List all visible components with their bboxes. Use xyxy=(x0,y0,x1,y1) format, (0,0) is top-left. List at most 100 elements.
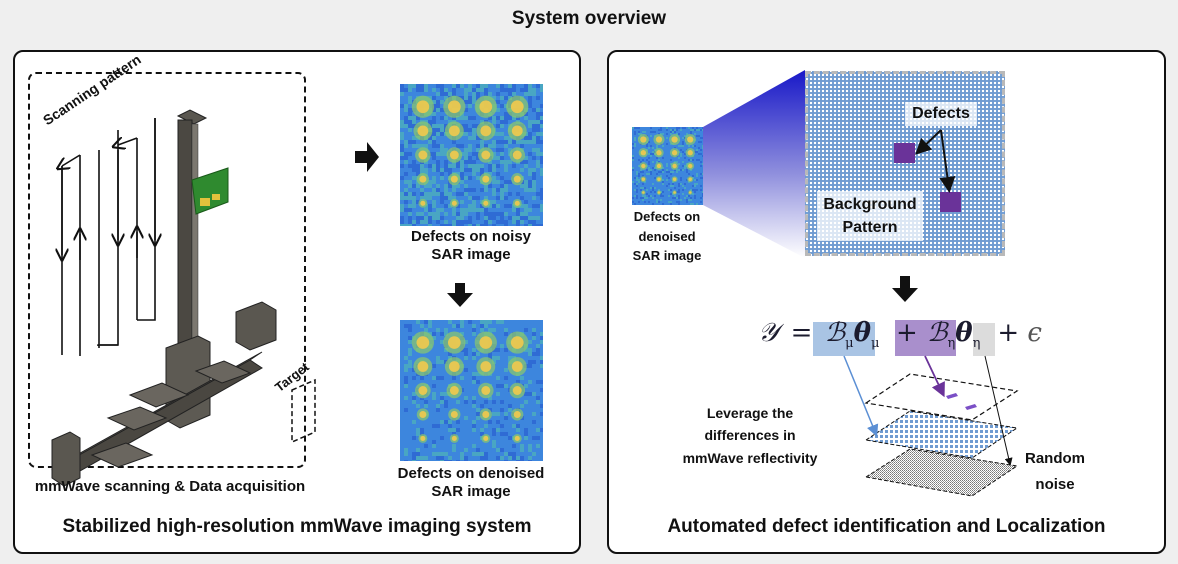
sar-feature xyxy=(447,100,461,114)
background-pattern-label-line1: Background xyxy=(823,196,917,213)
sar-feature xyxy=(672,163,677,169)
sar-feature xyxy=(513,175,521,183)
sar-feature xyxy=(481,150,491,160)
sar-feature xyxy=(417,125,429,137)
small-sar-label: Defects on denoised SAR image xyxy=(617,207,717,266)
scan-box-caption: mmWave scanning & Data acquisition xyxy=(34,478,306,495)
random-noise-label-line1: Random xyxy=(1025,450,1085,467)
term1-theta-sub: μ xyxy=(870,336,880,352)
sar-feature xyxy=(450,410,458,418)
equation-term2: ℬηθη xyxy=(927,318,989,351)
sar-feature xyxy=(640,136,647,143)
term-defect-box xyxy=(895,320,956,356)
sar-feature xyxy=(418,386,428,395)
sar-feature xyxy=(688,191,692,194)
sar-feature xyxy=(672,177,677,181)
sar-feature xyxy=(420,200,426,206)
sar-feature xyxy=(513,410,521,418)
sar-feature xyxy=(657,191,661,194)
sar-feature xyxy=(514,435,520,441)
down-arrow-icon xyxy=(892,276,918,302)
defects-label: Defects xyxy=(912,105,970,122)
small-sar-label-line1: Defects on xyxy=(633,209,701,224)
sar-feature xyxy=(688,177,692,181)
denoised-sar-label-line2: SAR image xyxy=(431,483,511,500)
diagram-title: System overview xyxy=(511,8,667,29)
left-panel-footer: Stabilized high-resolution mmWave imagin… xyxy=(62,516,532,537)
background-pattern-label: Background Pattern xyxy=(817,193,923,239)
background-layer xyxy=(864,410,1019,459)
sar-feature xyxy=(481,386,491,395)
sar-feature xyxy=(514,200,520,206)
random-noise-label: Random noise xyxy=(1020,446,1090,499)
term2-theta-sub: η xyxy=(972,336,981,352)
sar-feature xyxy=(416,336,430,349)
term2-basis-sub: η xyxy=(947,336,956,352)
sar-feature xyxy=(480,361,492,372)
defects-label-bg xyxy=(905,102,977,126)
equation-equals: = xyxy=(790,318,813,348)
sar-feature xyxy=(417,361,429,372)
noise-layer xyxy=(864,448,1019,497)
term2-theta: θ xyxy=(955,318,973,348)
sar-feature xyxy=(642,191,645,194)
term1-basis: ℬ xyxy=(824,318,846,348)
stepper-motor xyxy=(235,301,277,351)
sar-feature xyxy=(450,175,458,183)
scan-setup-box xyxy=(28,72,306,468)
leverage-label-line2: differences in xyxy=(704,427,796,444)
sar-feature xyxy=(673,191,676,194)
sar-feature xyxy=(420,435,426,441)
leverage-label-line3: mmWave reflectivity xyxy=(682,449,818,466)
sar-feature xyxy=(483,200,489,206)
scanner-gantry xyxy=(51,109,277,487)
sar-feature xyxy=(512,386,522,395)
sar-feature xyxy=(687,150,693,156)
equation-term1: ℬμθμ xyxy=(825,318,887,351)
sar-feature xyxy=(479,100,493,114)
noisy-sar-label-line2: SAR image xyxy=(431,246,511,263)
sar-feature xyxy=(483,435,489,441)
sar-feature xyxy=(656,150,662,156)
sar-feature xyxy=(641,177,646,181)
sar-feature xyxy=(641,163,646,169)
sar-feature xyxy=(512,150,522,160)
sar-feature xyxy=(655,136,663,143)
sar-feature xyxy=(482,410,490,418)
equation-plus-1: + xyxy=(895,318,918,348)
sar-feature xyxy=(419,410,427,418)
sar-feature xyxy=(448,125,460,137)
random-noise-label-line2: noise xyxy=(1035,476,1075,494)
sar-feature xyxy=(449,150,459,160)
small-sar-label-line2: denoised xyxy=(638,228,696,244)
equation-epsilon: ϵ xyxy=(1027,318,1042,348)
equation: 𝒴 = ℬμθμ + ℬηθη + ϵ xyxy=(758,318,1042,351)
right-arrow-icon xyxy=(355,142,379,172)
sar-feature xyxy=(419,175,427,183)
equation-lhs: 𝒴 xyxy=(758,318,779,348)
noisy-sar-image xyxy=(400,84,543,226)
term-background-box xyxy=(813,322,875,356)
sar-feature xyxy=(418,150,428,160)
defect-square-2 xyxy=(940,192,961,212)
sar-feature xyxy=(671,136,678,143)
sar-feature xyxy=(451,435,457,441)
sar-feature xyxy=(482,175,490,183)
term2-basis: ℬ xyxy=(927,318,948,348)
term-noise-box xyxy=(973,323,995,356)
sar-feature xyxy=(657,177,661,181)
term1-theta: θ xyxy=(853,318,871,348)
sar-feature xyxy=(511,125,523,137)
noisy-sar-label-line1: Defects on noisy xyxy=(410,228,532,245)
defect-square-1 xyxy=(894,143,915,163)
noisy-sar-label: Defects on noisy SAR image xyxy=(376,228,566,264)
sar-feature xyxy=(510,100,524,114)
sar-feature xyxy=(480,125,492,137)
background-pattern-label-line2: Pattern xyxy=(842,219,898,237)
sar-feature xyxy=(671,150,678,156)
denoised-sar-label-line1: Defects on denoised xyxy=(397,465,545,482)
